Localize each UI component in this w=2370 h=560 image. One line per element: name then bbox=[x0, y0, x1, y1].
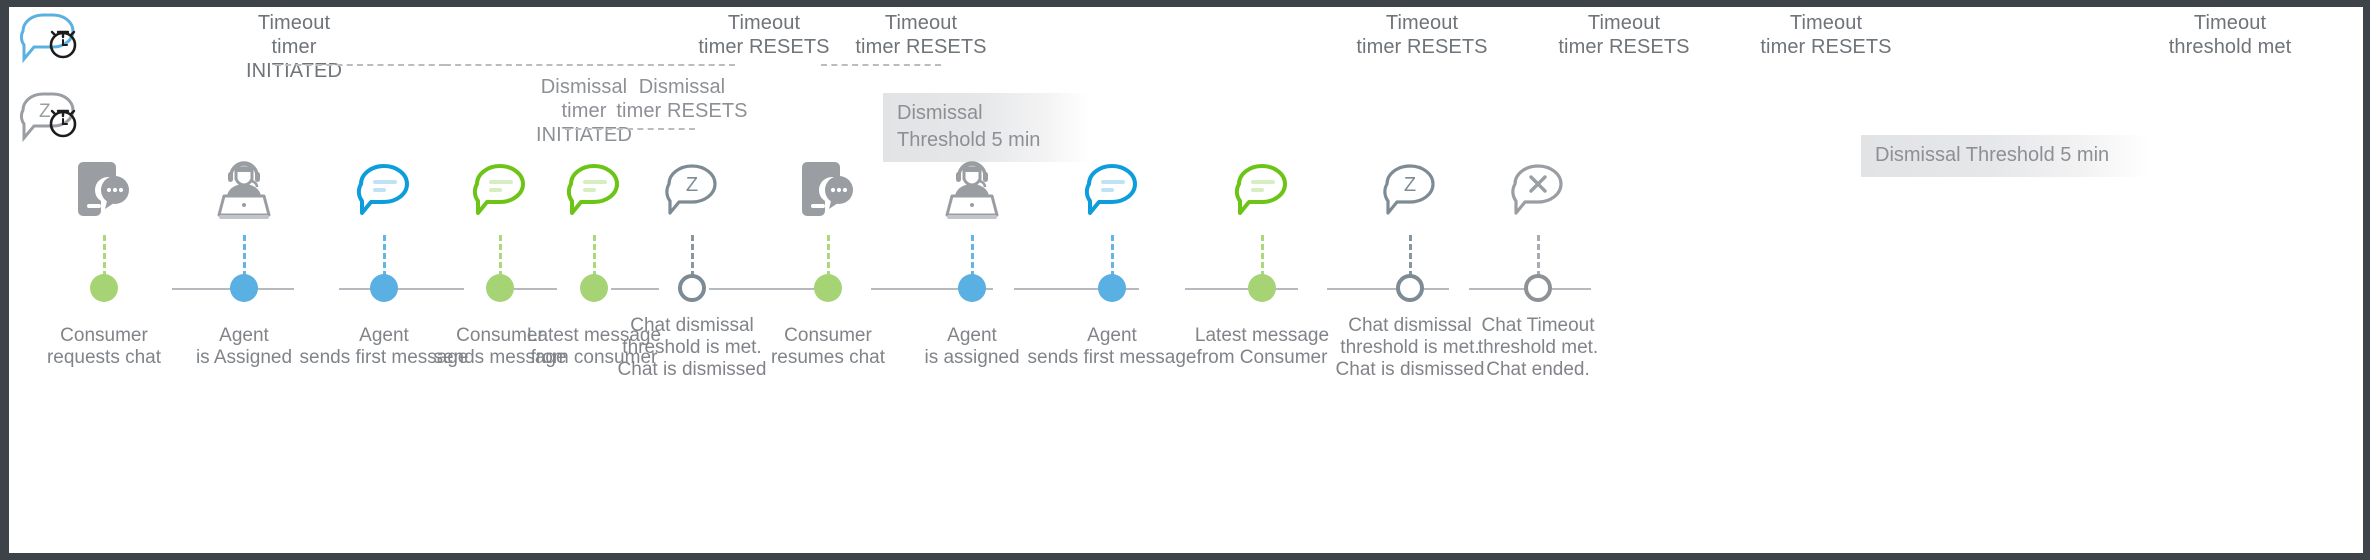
timeout_timer_labels-label: Timeout timer INITIATED bbox=[245, 12, 343, 82]
timeline-node-latest-message-from-consumer-1[interactable]: Latest message from consumer bbox=[499, 7, 689, 553]
timeline-node-marker[interactable] bbox=[486, 274, 514, 302]
chat-bubble-lines-icon bbox=[499, 155, 689, 223]
timeline-node-chat-timeout-threshold-met[interactable]: Chat Timeout threshold met. Chat ended. bbox=[1443, 7, 1633, 553]
timeline-node-consumer-resumes-chat[interactable]: Consumer resumes chat bbox=[733, 7, 923, 553]
timeline-node-caption: Chat dismissal threshold is met. Chat is… bbox=[617, 315, 767, 380]
timeout_timer_labels-dash-rule bbox=[821, 64, 941, 66]
node-connector-stem bbox=[103, 235, 106, 277]
timeline-node-marker[interactable] bbox=[1248, 274, 1276, 302]
timeline-node-marker[interactable] bbox=[1098, 274, 1126, 302]
node-connector-stem bbox=[1261, 235, 1264, 277]
timeline-node-caption: Chat Timeout threshold met. Chat ended. bbox=[1477, 315, 1599, 380]
timeline-node-caption: Consumer resumes chat bbox=[770, 325, 886, 368]
timeline-rail-segment bbox=[1014, 288, 1139, 290]
node-connector-stem bbox=[1409, 235, 1412, 277]
timeline-node-marker[interactable] bbox=[580, 274, 608, 302]
timeline-node-marker[interactable] bbox=[678, 274, 706, 302]
timeline-node-consumer-sends-message[interactable]: Consumer sends message bbox=[405, 7, 595, 553]
node-connector-stem bbox=[243, 235, 246, 277]
node-connector-stem bbox=[593, 235, 596, 277]
sleep-bubble-timer-icon: Z bbox=[17, 90, 83, 146]
node-connector-stem bbox=[1111, 235, 1114, 277]
node-connector-stem bbox=[1537, 235, 1540, 277]
timeout_timer_labels-label: Timeout timer RESETS bbox=[855, 12, 987, 58]
timeout_timer_labels-label: Timeout timer RESETS bbox=[1558, 12, 1690, 58]
agent-headset-icon bbox=[149, 155, 339, 223]
timeline-node-consumer-requests-chat[interactable]: Consumer requests chat bbox=[9, 7, 199, 553]
timeline-rail-segment bbox=[611, 288, 659, 290]
timeline-node-caption: Consumer sends message bbox=[433, 325, 567, 368]
node-connector-stem bbox=[827, 235, 830, 277]
timeline-node-marker[interactable] bbox=[1524, 274, 1552, 302]
node-connector-stem bbox=[383, 235, 386, 277]
timeline-node-marker[interactable] bbox=[958, 274, 986, 302]
sleep-bubble-icon: Z bbox=[1315, 155, 1505, 223]
timeline-node-agent-sends-first-message-1[interactable]: Agent sends first message bbox=[289, 7, 479, 553]
timeline-rail-segment bbox=[709, 288, 829, 290]
timeout_timer_labels-label: Timeout threshold met bbox=[2168, 12, 2292, 58]
node-connector-stem bbox=[691, 235, 694, 277]
timeline-node-agent-is-assigned-2[interactable]: Agent is assigned bbox=[877, 7, 1067, 553]
chat-bubble-timer-icon bbox=[17, 11, 83, 67]
timeout_timer_labels-label: Timeout timer RESETS bbox=[1356, 12, 1488, 58]
timeline-node-marker[interactable] bbox=[1396, 274, 1424, 302]
timeline-rail-segment bbox=[1327, 288, 1449, 290]
timeout_timer_labels-label: Timeout timer RESETS bbox=[1760, 12, 1892, 58]
timeline-node-agent-sends-first-message-2[interactable]: Agent sends first message bbox=[1017, 7, 1207, 553]
svg-text:Z: Z bbox=[39, 101, 51, 122]
node-connector-stem bbox=[971, 235, 974, 277]
svg-text:Z: Z bbox=[686, 174, 698, 196]
timeline-node-marker[interactable] bbox=[814, 274, 842, 302]
timeline-node-caption: Agent is Assigned bbox=[195, 325, 293, 368]
dismissal-threshold-badge: Dismissal Threshold 5 min bbox=[883, 93, 1090, 162]
timeline-node-marker[interactable] bbox=[90, 274, 118, 302]
chat-bubble-lines-icon bbox=[289, 155, 479, 223]
timeline-node-latest-message-from-consumer-2[interactable]: Latest message from Consumer bbox=[1167, 7, 1357, 553]
dismissal_timer_labels-dash-rule bbox=[565, 128, 695, 130]
timeline-rail-segment bbox=[871, 288, 993, 290]
node-connector-stem bbox=[499, 235, 502, 277]
agent-headset-icon bbox=[877, 155, 1067, 223]
timeline-node-caption: Agent is assigned bbox=[924, 325, 1020, 368]
timeline-node-caption: Consumer requests chat bbox=[46, 325, 162, 368]
dismissal_timer_labels-label: Dismissal timer RESETS bbox=[616, 76, 748, 122]
dismissal-threshold-badge: Dismissal Threshold 5 min bbox=[1861, 135, 2149, 177]
chat-bubble-lines-icon bbox=[1017, 155, 1207, 223]
dismissal-timer-legend: Z bbox=[17, 90, 83, 146]
timeline-node-agent-is-assigned-1[interactable]: Agent is Assigned bbox=[149, 7, 339, 553]
timeline-node-chat-dismissal-threshold-met-2[interactable]: Z Chat dismissal threshold is met. Chat … bbox=[1315, 7, 1505, 553]
timeline-rail-segment bbox=[1185, 288, 1298, 290]
timeline-node-caption: Agent sends first message bbox=[1027, 325, 1197, 368]
timeout_timer_labels-label: Timeout timer RESETS bbox=[698, 12, 830, 58]
close-bubble-icon bbox=[1443, 155, 1633, 223]
timeline-node-marker[interactable] bbox=[230, 274, 258, 302]
timeline-node-caption: Latest message from consumer bbox=[526, 325, 662, 368]
timeline-node-caption: Chat dismissal threshold is met. Chat is… bbox=[1335, 315, 1485, 380]
timeout-timer-legend bbox=[17, 11, 83, 67]
timeline-rail-segment bbox=[339, 288, 464, 290]
chat-bubble-lines-icon bbox=[1167, 155, 1357, 223]
phone-chat-icon bbox=[733, 155, 923, 223]
timeline-node-chat-dismissal-threshold-met-1[interactable]: Z Chat dismissal threshold is met. Chat … bbox=[597, 7, 787, 553]
timeout_timer_labels-dash-rule bbox=[445, 64, 735, 66]
svg-text:Z: Z bbox=[1404, 174, 1416, 196]
sleep-bubble-icon: Z bbox=[597, 155, 787, 223]
timeout_timer_labels-dash-rule bbox=[275, 64, 445, 66]
timeline-node-caption: Latest message from Consumer bbox=[1194, 325, 1330, 368]
chat-bubble-lines-icon bbox=[405, 155, 595, 223]
timeline-rail-segment bbox=[509, 288, 557, 290]
phone-chat-icon bbox=[9, 155, 199, 223]
timeline-node-marker[interactable] bbox=[370, 274, 398, 302]
timeline-node-caption: Agent sends first message bbox=[299, 325, 469, 368]
